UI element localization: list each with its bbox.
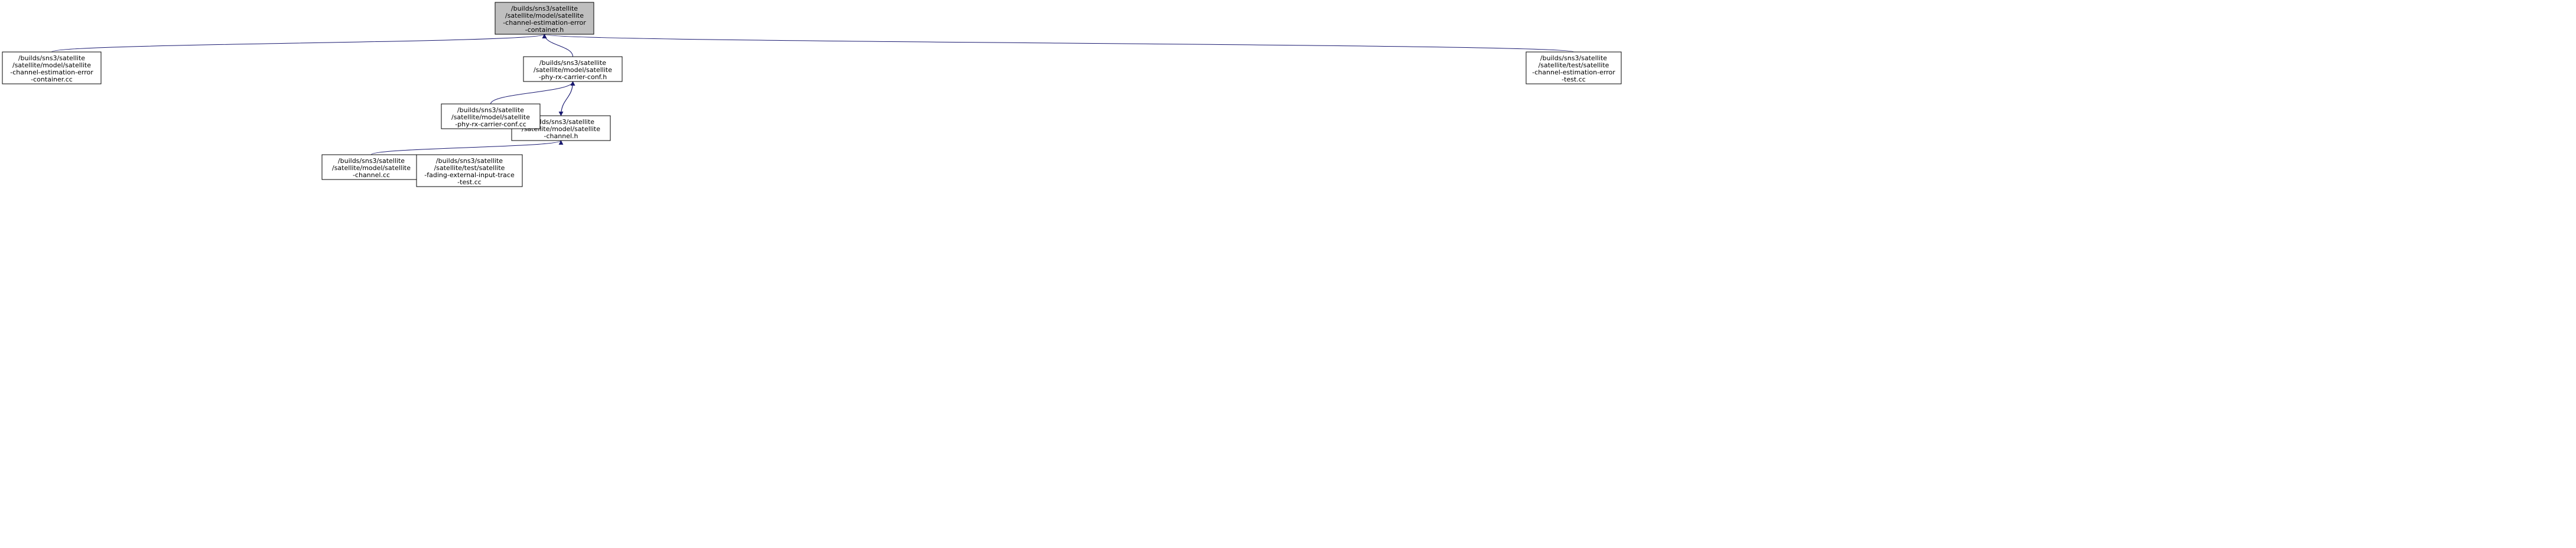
- node-label-line: /satellite/model/satellite: [505, 12, 584, 19]
- node-box: [321, 154, 421, 180]
- node-label-line: /satellite/model/satellite: [451, 113, 530, 121]
- node-label-line: /satellite/model/satellite: [534, 66, 612, 74]
- node-box: [416, 154, 523, 187]
- node-test-est-err-cc[interactable]: /builds/sns3/satellite/satellite/test/sa…: [1526, 51, 1622, 84]
- node-label-line: /builds/sns3/satellite: [528, 118, 594, 126]
- edge-channel-cc-to-channel-h: [371, 140, 564, 155]
- node-est-err-cc[interactable]: /builds/sns3/satellite/satellite/model/s…: [2, 51, 102, 84]
- edge-rx-carrier-conf-h-to-root: [542, 34, 573, 57]
- node-box: [495, 2, 594, 35]
- node-label-line: -channel-estimation-error: [10, 68, 93, 76]
- node-label-line: /satellite/model/satellite: [332, 164, 411, 172]
- edge-rx-carrier-conf-cc-to-rx-carrier-conf-h: [490, 81, 575, 105]
- node-box: [441, 103, 541, 129]
- node-label-line: /satellite/test/satellite: [434, 164, 505, 172]
- node-label-line: /builds/sns3/satellite: [436, 157, 503, 165]
- node-label-line: /builds/sns3/satellite: [539, 59, 606, 67]
- edge-est-err-cc-to-root: [51, 34, 547, 53]
- node-label-line: -container.cc: [31, 76, 73, 83]
- edge-test-est-err-cc-to-root: [542, 34, 1574, 53]
- node-label-line: -test.cc: [1562, 76, 1586, 83]
- node-fading-trace-test[interactable]: /builds/sns3/satellite/satellite/test/sa…: [416, 154, 523, 187]
- node-box: [1526, 51, 1622, 84]
- node-label-line: /builds/sns3/satellite: [1540, 54, 1607, 62]
- node-label-line: -phy-rx-carrier-conf.cc: [455, 120, 526, 128]
- node-label-line: -channel-estimation-error: [503, 19, 586, 27]
- node-label-line: /builds/sns3/satellite: [18, 54, 85, 62]
- node-label-line: -channel.h: [544, 132, 578, 140]
- edges-layer: [51, 34, 1574, 155]
- node-label-line: -test.cc: [457, 178, 482, 186]
- node-rx-carrier-conf-h[interactable]: /builds/sns3/satellite/satellite/model/s…: [523, 56, 623, 82]
- node-label-line: /satellite/test/satellite: [1539, 61, 1609, 69]
- edge-rx-carrier-conf-h-to-channel-h: [558, 81, 573, 116]
- node-box: [2, 51, 102, 84]
- node-rx-carrier-conf-cc[interactable]: /builds/sns3/satellite/satellite/model/s…: [441, 103, 541, 129]
- node-channel-cc[interactable]: /builds/sns3/satellite/satellite/model/s…: [321, 154, 421, 180]
- node-root: /builds/sns3/satellite/satellite/model/s…: [495, 2, 594, 35]
- node-label-line: /builds/sns3/satellite: [511, 5, 578, 12]
- node-label-line: -channel-estimation-error: [1532, 68, 1615, 76]
- node-label-line: -channel.cc: [353, 171, 390, 179]
- node-label-line: -phy-rx-carrier-conf.h: [539, 73, 607, 81]
- node-label-line: -fading-external-input-trace: [424, 171, 515, 179]
- node-label-line: /satellite/model/satellite: [522, 125, 600, 133]
- node-label-line: /satellite/model/satellite: [12, 61, 91, 69]
- node-label-line: /builds/sns3/satellite: [457, 106, 524, 114]
- nodes-layer: /builds/sns3/satellite/satellite/model/s…: [2, 2, 1622, 187]
- node-label-line: -container.h: [525, 26, 564, 34]
- node-box: [523, 56, 623, 82]
- node-label-line: /builds/sns3/satellite: [338, 157, 405, 165]
